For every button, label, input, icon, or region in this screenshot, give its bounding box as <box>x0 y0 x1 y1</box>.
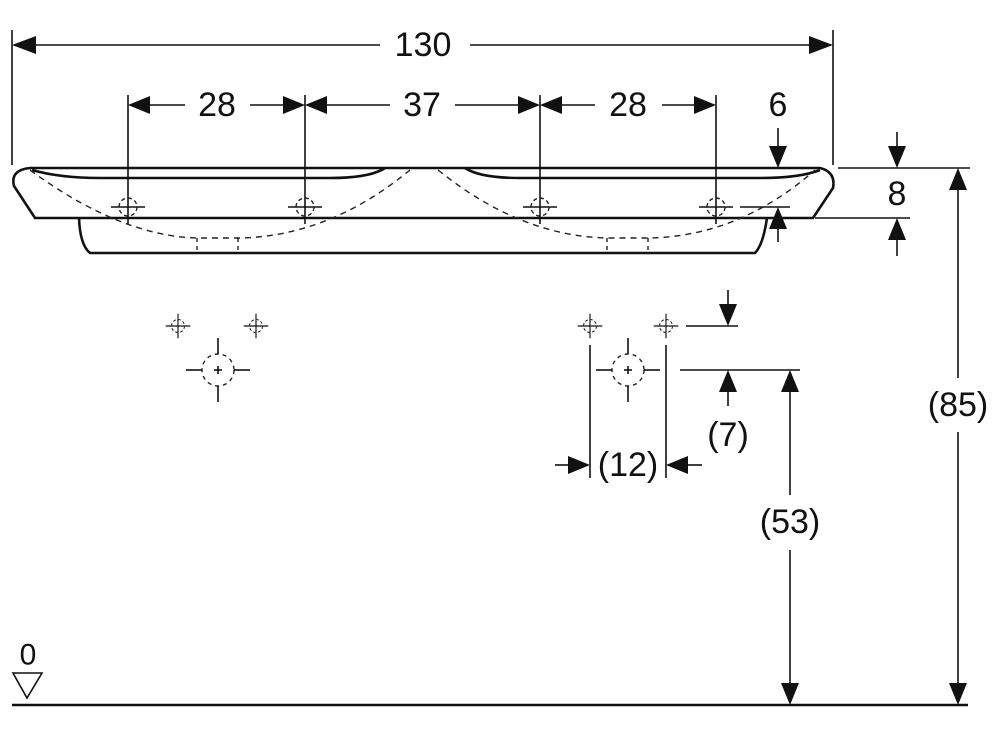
dimension-label-8: 8 <box>888 175 907 213</box>
floor-level-label: 0 <box>20 639 37 672</box>
basin-outline <box>12 166 835 255</box>
fittings-right <box>577 313 679 478</box>
dimension-label-28-right: 28 <box>609 86 647 124</box>
dimension-tap-spacing: 28 37 28 <box>127 86 717 190</box>
fixing-point-icon <box>243 313 269 339</box>
dimension-label-37: 37 <box>403 86 441 124</box>
dimension-rim-height: 8 <box>815 132 970 256</box>
dimension-label-85: (85) <box>928 386 988 424</box>
fixing-point-icon <box>653 313 679 339</box>
dimension-label-130: 130 <box>395 26 452 64</box>
dimension-waste-offset: (7) <box>680 290 800 454</box>
dimension-label-53: (53) <box>760 503 820 541</box>
dimension-label-28-left: 28 <box>198 86 236 124</box>
dimension-waste-spacing: (12) <box>555 446 702 484</box>
fixing-point-icon <box>165 313 191 339</box>
dimension-waste-height: (53) <box>760 370 820 705</box>
fittings-left <box>165 313 269 402</box>
dimension-label-6: 6 <box>769 86 788 124</box>
fixing-point-icon <box>577 313 603 339</box>
dimension-overall-width: 130 <box>11 26 834 165</box>
level-marker-icon <box>11 672 44 700</box>
dimension-total-height: (85) <box>928 168 988 705</box>
floor-level: 0 <box>11 639 968 707</box>
dimension-label-12: (12) <box>598 446 658 484</box>
dimension-label-7: (7) <box>707 416 749 454</box>
